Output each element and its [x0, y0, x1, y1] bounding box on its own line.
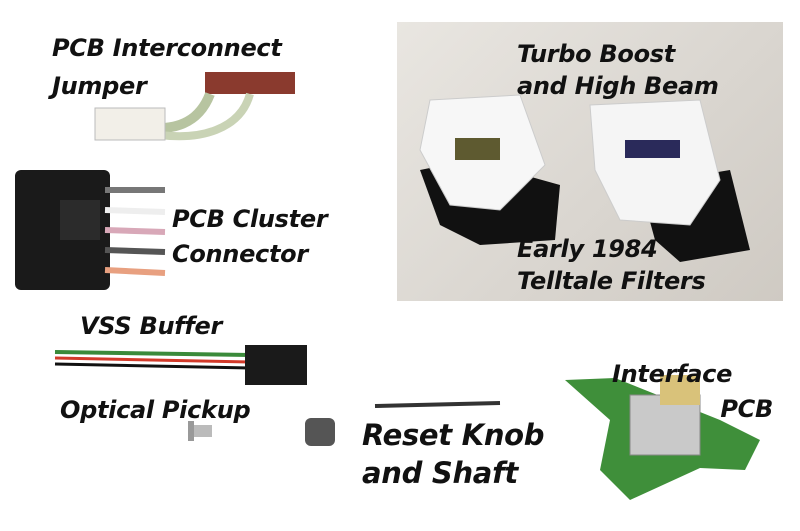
label-optical-pickup: Optical Pickup	[60, 396, 251, 424]
label-turbo-line1: Turbo Boost	[517, 40, 675, 68]
cluster-connector-part	[15, 170, 166, 290]
reset-knob-part	[305, 418, 335, 446]
vss-buffer-part	[54, 345, 307, 385]
label-telltale-line1: Early 1984	[517, 235, 658, 263]
label-turbo-line2: and High Beam	[517, 72, 719, 100]
filter-plates-part	[419, 94, 750, 262]
label-jumper-line2: Jumper	[52, 72, 147, 100]
label-telltale-line2: Telltale Filters	[517, 267, 706, 295]
label-jumper-line1: PCB Interconnect	[52, 34, 282, 62]
screw-part	[188, 421, 212, 441]
label-interface-line1: Interface	[612, 360, 733, 388]
label-vss-buffer: VSS Buffer	[80, 312, 223, 340]
label-reset-line1: Reset Knob	[362, 418, 545, 452]
label-interface-line2: PCB	[720, 395, 773, 423]
interconnect-jumper-part	[94, 72, 295, 141]
label-reset-line2: and Shaft	[362, 456, 518, 490]
reset-shaft-part	[374, 401, 501, 408]
label-cluster-line2: Connector	[172, 240, 308, 268]
interface-pcb-part	[565, 375, 760, 500]
label-cluster-line1: PCB Cluster	[172, 205, 328, 233]
